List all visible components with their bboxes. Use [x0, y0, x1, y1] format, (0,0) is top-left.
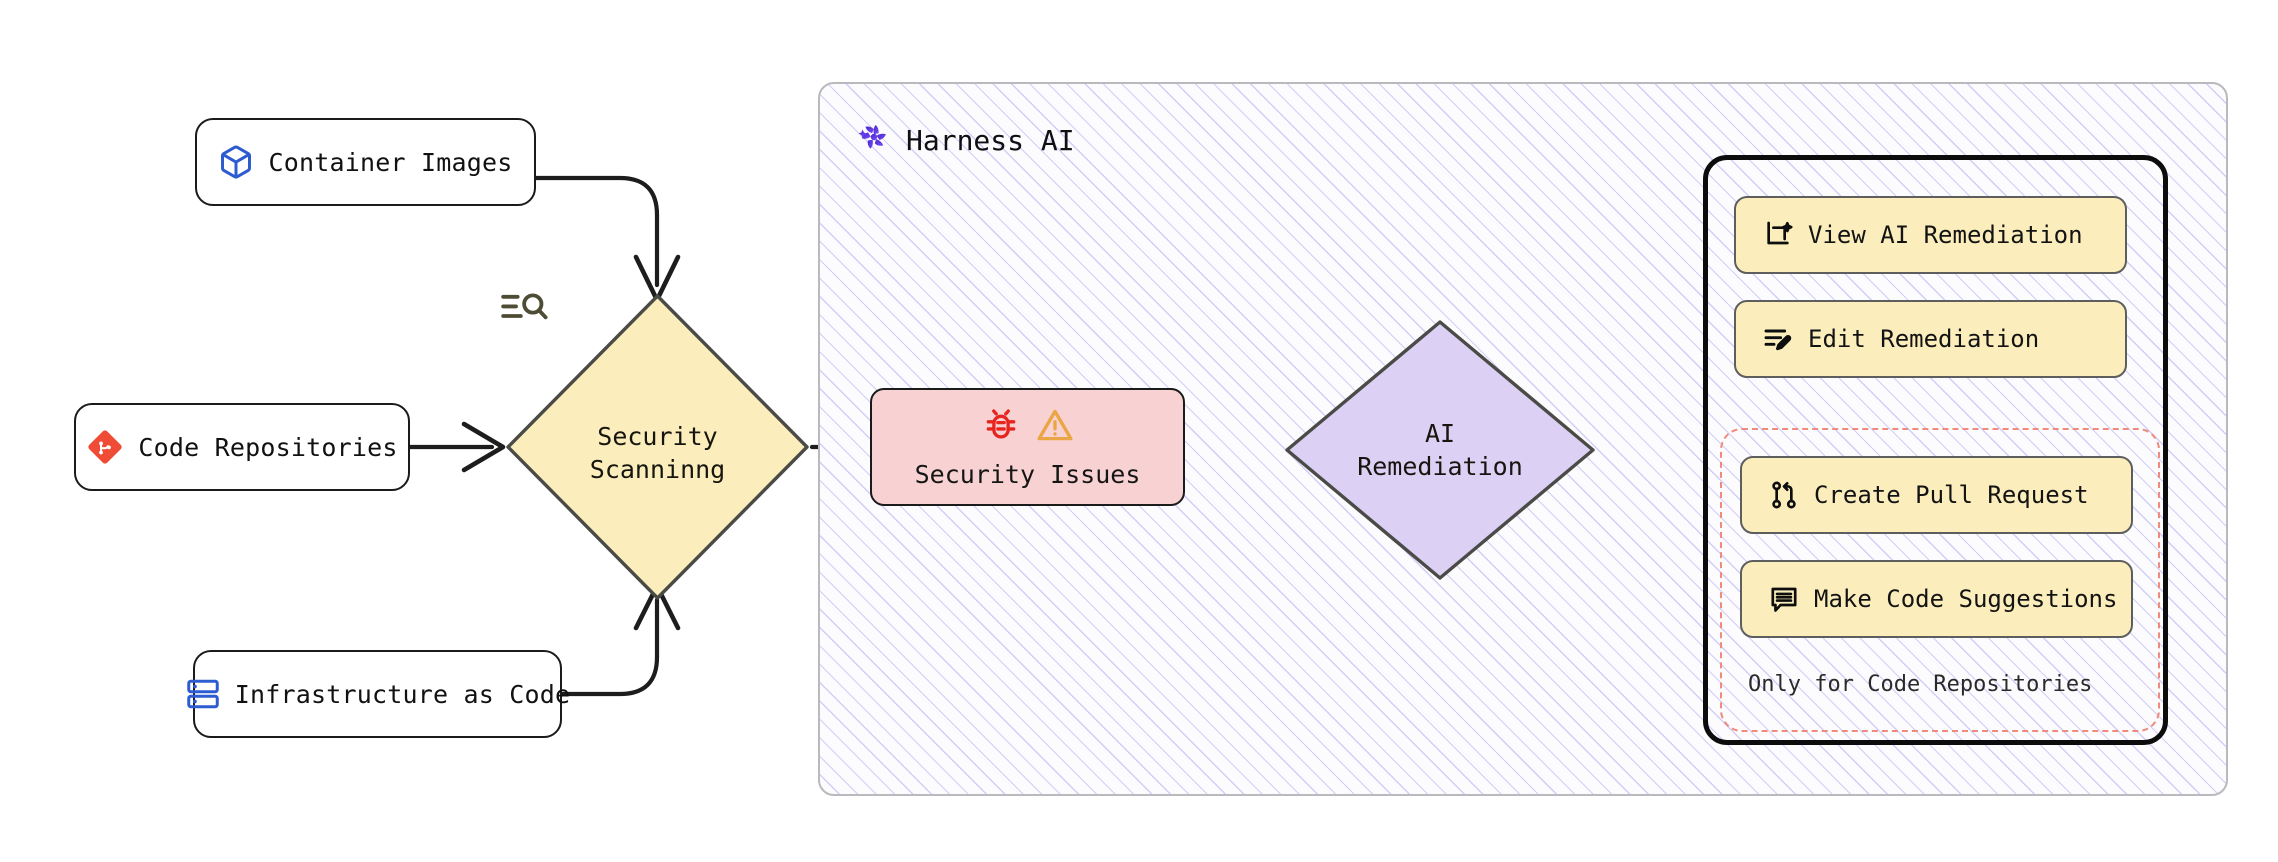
action-label: Edit Remediation: [1808, 325, 2040, 353]
code-repo-only-group: [1720, 428, 2160, 732]
edit-lines-pencil-icon: [1762, 323, 1794, 355]
harness-pinwheel-icon: [855, 118, 893, 163]
node-security-issues[interactable]: Security Issues: [870, 388, 1185, 506]
harness-ai-title: Harness AI: [906, 124, 1075, 157]
node-label: Code Repositories: [138, 432, 398, 462]
server-icon: [185, 676, 221, 712]
action-label: Make Code Suggestions: [1814, 585, 2118, 613]
restricted-note: Only for Code Repositories: [1748, 672, 2093, 697]
remediation-actions-panel: [1703, 155, 2168, 745]
node-ai-remediation[interactable]: AI Remediation: [1280, 315, 1600, 585]
action-label: Create Pull Request: [1814, 481, 2089, 509]
node-label: Security Issues: [914, 459, 1141, 489]
node-label: Infrastructure as Code: [234, 679, 571, 709]
node-security-scanning[interactable]: Security Scanninng: [500, 288, 815, 606]
node-infrastructure-as-code[interactable]: Infrastructure as Code: [186, 650, 570, 738]
node-code-repositories[interactable]: Code Repositories: [74, 403, 410, 491]
bug-icon: [982, 406, 1020, 450]
action-view-ai-remediation[interactable]: View AI Remediation: [1734, 196, 2127, 274]
harness-ai-title-group: Harness AI: [855, 118, 1075, 163]
git-repository-icon: [86, 428, 124, 466]
node-label: Container Images: [268, 147, 513, 177]
action-label: View AI Remediation: [1808, 221, 2083, 249]
warning-triangle-icon: [1036, 406, 1074, 450]
pull-request-icon: [1768, 479, 1800, 511]
node-container-images[interactable]: Container Images: [195, 118, 536, 206]
cube-icon: [218, 144, 254, 180]
action-make-code-suggestions[interactable]: Make Code Suggestions: [1740, 560, 2133, 638]
security-issues-icon-group: [982, 406, 1074, 450]
action-edit-remediation[interactable]: Edit Remediation: [1734, 300, 2127, 378]
action-create-pull-request[interactable]: Create Pull Request: [1740, 456, 2133, 534]
preview-sparkle-icon: [1762, 219, 1794, 251]
comment-lines-icon: [1768, 583, 1800, 615]
